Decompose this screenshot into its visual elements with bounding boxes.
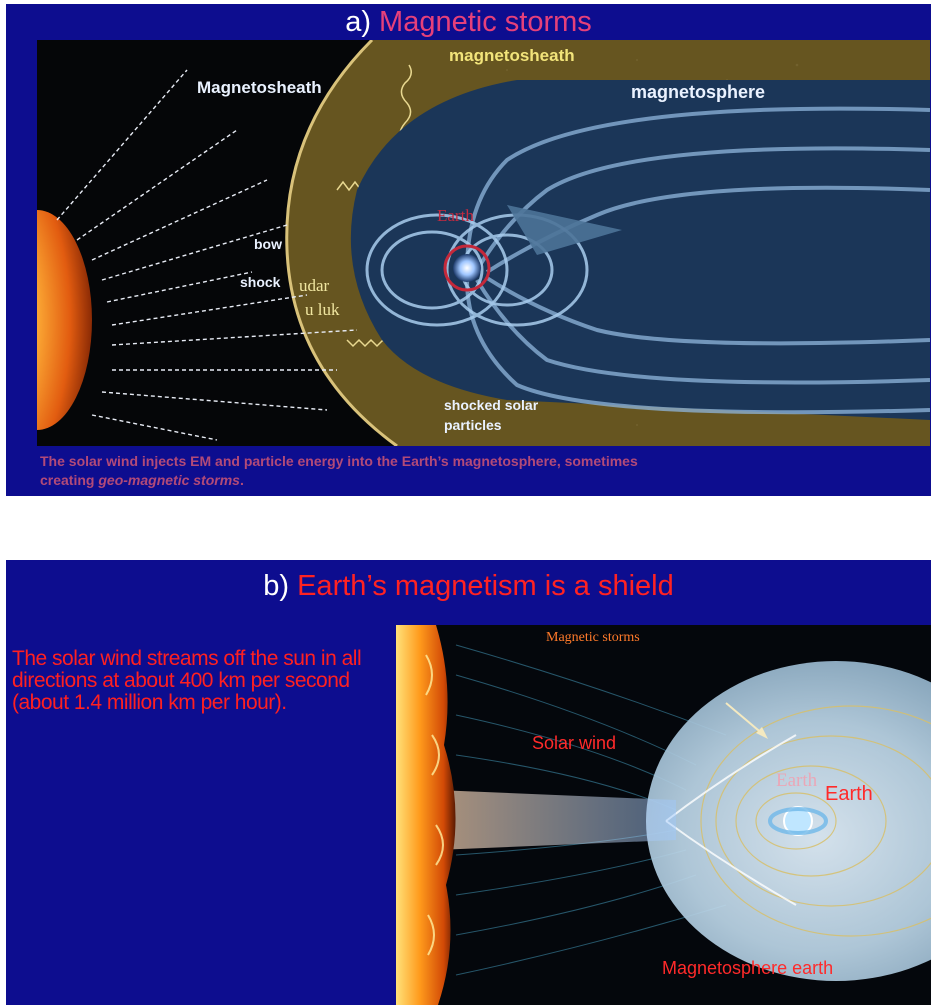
label-shocked-solar: shocked solar: [444, 397, 539, 413]
sun-b: [396, 625, 456, 1005]
slide-magnetic-storms: a) Magnetic storms: [6, 4, 931, 496]
arrow-line: [725, 702, 765, 736]
shield-artwork: [396, 625, 931, 1005]
label-magnetosheath: Magnetosheath: [197, 78, 322, 97]
label-shock: shock: [240, 274, 281, 290]
earth-ring: [443, 244, 491, 292]
label-bow: bow: [254, 236, 282, 252]
label-magnetic-storms: Magnetic storms: [546, 630, 640, 645]
caption-italic: geo-magnetic storms: [98, 472, 240, 488]
bow-shock-boundary: [285, 40, 398, 446]
arrow-head: [756, 727, 768, 739]
slide-a-caption: The solar wind injects EM and particle e…: [40, 452, 900, 490]
magnetosphere-field-lines: [700, 705, 931, 937]
slide-b-title: b) Earth’s magnetism is a shield: [6, 570, 931, 603]
caption-line-1: The solar wind injects EM and particle e…: [40, 453, 638, 469]
label-magnetosphere-earth: Magnetosphere earth: [662, 958, 834, 978]
label-earth-faded: Earth: [776, 770, 818, 791]
sun: [37, 210, 92, 430]
label-earth-b: Earth: [825, 783, 873, 805]
label-u-luk: u luk: [305, 300, 340, 319]
slide-b-title-highlight: Earth’s magnetism is a shield: [297, 570, 674, 602]
magnetosphere-artwork: [37, 40, 930, 446]
slide-b-title-prefix: b): [263, 570, 298, 602]
label-solar-wind: Solar wind: [532, 733, 617, 753]
slide-a-title: a) Magnetic storms: [6, 6, 931, 39]
magnetosphere-illustration: Magnetosheath magnetosheath magnetospher…: [37, 40, 930, 446]
caption-line-2: creating geo-magnetic storms.: [40, 472, 244, 488]
shield-illustration: Magnetic storms Solar wind Earth Earth M…: [396, 625, 931, 1005]
solar-wind-description: The solar wind streams off the sun in al…: [12, 647, 362, 714]
label-earth: Earth: [437, 206, 474, 225]
label-magnetosphere: magnetosphere: [631, 82, 766, 102]
slide-a-title-prefix: a): [345, 6, 380, 38]
label-particles: particles: [444, 417, 502, 433]
slide-a-title-highlight: Magnetic storms: [379, 6, 592, 38]
label-magnetosheath-top: magnetosheath: [449, 46, 575, 65]
solar-wind-rays: [56, 69, 358, 441]
solar-wind-stream: [436, 790, 676, 850]
label-udar: udar: [299, 276, 330, 295]
magnetosphere-region: [350, 80, 930, 420]
earth-globe: [453, 254, 481, 282]
slide-earth-shield: b) Earth’s magnetism is a shield The sol…: [6, 560, 931, 1005]
